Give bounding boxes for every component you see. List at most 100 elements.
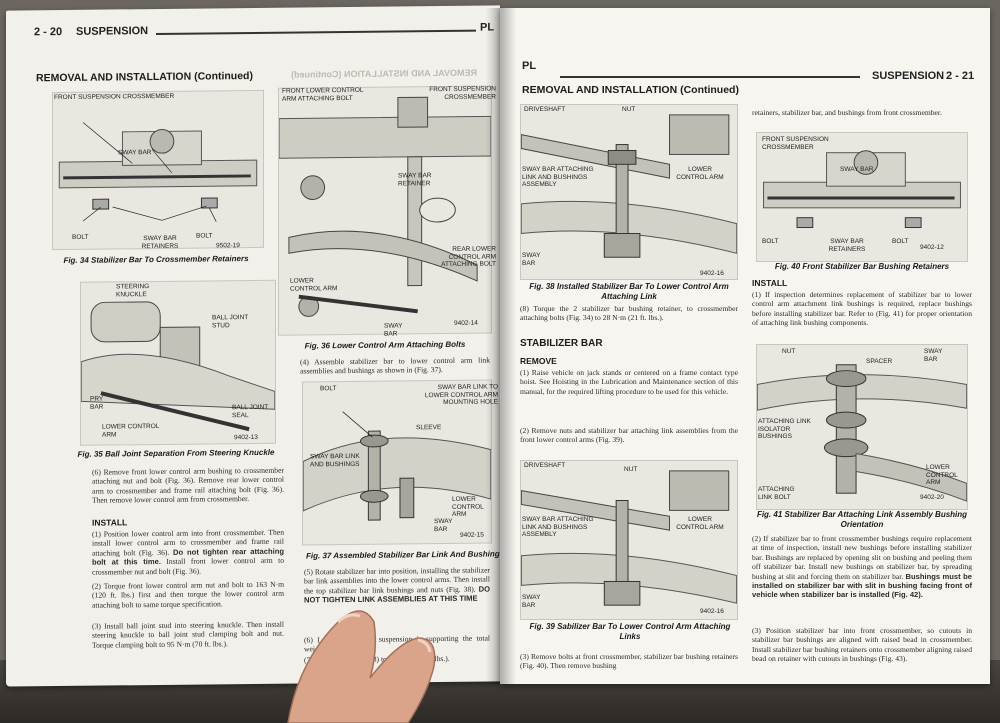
fig40-code: 9402-12 [920, 244, 944, 251]
right-col2-para-1: (1) If inspection determines replacement… [752, 290, 972, 328]
fig40-callout-sway-bar: SWAY BAR [840, 166, 874, 173]
left-section-name: SUSPENSION [76, 25, 149, 38]
right-section-title: REMOVAL AND INSTALLATION (Continued) [522, 84, 739, 96]
left-header-rule [156, 29, 476, 36]
fig36-code: 9402-14 [454, 319, 478, 327]
fig39-drawing [521, 470, 737, 606]
left-install-heading: INSTALL [92, 517, 128, 528]
left-page: 2 - 20 SUSPENSION PL REMOVAL AND INSTALL… [6, 5, 500, 687]
fig38-code: 9402-16 [700, 270, 724, 277]
fig41-caption: Fig. 41 Stabilizer Bar Attaching Link As… [756, 510, 968, 529]
fig38-callout-sway-bar: SWAY BAR [522, 252, 541, 267]
fig36-callout-front-bolt: FRONT LOWER CONTROL ARM ATTACHING BOLT [282, 86, 364, 103]
fig38-callout-driveshaft: DRIVESHAFT [524, 106, 566, 113]
fig34-code: 9502-19 [216, 242, 240, 250]
fig34-caption: Fig. 34 Stabilizer Bar To Crossmember Re… [63, 254, 249, 265]
fig41-callout-lower-arm: LOWER CONTROL ARM [926, 464, 958, 486]
fig38-callout-lower-arm: LOWER CONTROL ARM [676, 166, 724, 181]
right-install-heading: INSTALL [752, 278, 788, 288]
fig37-drawing [303, 411, 491, 521]
hand-holding-page [287, 610, 436, 723]
fig37-callout-mounting-hole: SWAY BAR LINK TO LOWER CONTROL ARM MOUNT… [424, 383, 498, 407]
fig35-illustration [80, 279, 276, 446]
fig38-callout-nut: NUT [622, 106, 636, 113]
right-page: PL SUSPENSION 2 - 21 REMOVAL AND INSTALL… [500, 8, 990, 684]
fig41-drawing [757, 364, 967, 502]
fig39-callout-link-assembly: SWAY BAR ATTACHING LINK AND BUSHINGS ASS… [522, 516, 594, 538]
fig36-drawing [279, 96, 491, 317]
fig40-illustration [756, 132, 968, 262]
fig36-callout-sway-bar: SWAY BAR [384, 322, 403, 338]
fig36-callout-crossmember: FRONT SUSPENSION CROSSMEMBER [429, 85, 496, 101]
right-remove-heading: REMOVE [520, 356, 557, 366]
fig36-illustration [278, 85, 492, 336]
fig34-callout-crossmember: FRONT SUSPENSION CROSSMEMBER [54, 92, 175, 102]
fig38-illustration [520, 104, 738, 280]
fig34-illustration [52, 89, 264, 251]
fig35-callout-stud: BALL JOINT STUD [212, 314, 249, 329]
fig41-callout-nut: NUT [782, 348, 796, 355]
fig39-caption: Fig. 39 Sabilizer Bar To Lower Control A… [529, 622, 731, 641]
fig35-callout-seal: BALL JOINT SEAL [232, 403, 269, 419]
fig37-callout-link-bushings: SWAY BAR LINK AND BUSHINGS [310, 452, 360, 468]
left-model-code: PL [480, 21, 495, 34]
right-col1-para-3: (3) Remove bolts at front crossmember, s… [520, 652, 738, 671]
fig36-caption: Fig. 36 Lower Control Arm Attaching Bolt… [304, 339, 466, 351]
fig35-callout-knuckle: STEERING KNUCKLE [116, 283, 150, 298]
fig34-drawing [58, 122, 258, 222]
right-col1-para-1: (1) Raise vehicle on jack stands or cent… [520, 368, 738, 396]
left-col2-para-4: (4) Assemble stabilizer bar to lower con… [300, 355, 490, 376]
fig40-callout-bolt-left: BOLT [762, 238, 779, 245]
right-section-name: SUSPENSION [872, 70, 945, 82]
left-section-title: REMOVAL AND INSTALLATION (Continued) [36, 70, 253, 85]
fig36-callout-lower-arm: LOWER CONTROL ARM [290, 277, 338, 293]
fig36-callout-retainer: SWAY BAR RETAINER [398, 172, 432, 187]
right-col2-para-3: (3) Position stabilizer bar into front c… [752, 626, 972, 664]
left-col1-para-1: (1) Position lower control arm into fron… [92, 527, 284, 577]
fig38-callout-link-assembly: SWAY BAR ATTACHING LINK AND BUSHINGS ASS… [522, 166, 594, 188]
right-header-rule [560, 76, 860, 78]
fig41-callout-sway-bar: SWAY BAR [924, 348, 943, 363]
fig39-callout-sway-bar: SWAY BAR [522, 594, 541, 609]
fig34-callout-bolt-right: BOLT [196, 232, 213, 240]
fig37-callout-lower-arm: LOWER CONTROL ARM [452, 495, 484, 518]
left-col1-para-3: (3) Install ball joint stud into steerin… [92, 619, 284, 650]
fig39-callout-driveshaft: DRIVESHAFT [524, 462, 566, 469]
bleed-through-text: REMOVAL AND INSTALLATION (Continued) [291, 67, 477, 80]
fig37-callout-bolt: BOLT [320, 385, 337, 393]
fig38-drawing [521, 114, 737, 258]
left-page-number: 2 - 20 [34, 25, 63, 39]
fig41-callout-spacer: SPACER [866, 358, 893, 365]
fig39-callout-lower-arm: LOWER CONTROL ARM [676, 516, 724, 531]
fig35-drawing [81, 301, 275, 432]
fig37-callout-sleeve: SLEEVE [416, 424, 442, 432]
fig37-callout-sway-bar: SWAY BAR [434, 517, 453, 533]
right-model-code: PL [522, 60, 537, 72]
fig41-illustration [756, 344, 968, 510]
fig41-callout-link-bolt: ATTACHING LINK BOLT [758, 486, 795, 501]
fig40-caption: Fig. 40 Front Stabilizer Bar Bushing Ret… [774, 262, 950, 271]
left-col1-para-2: (2) Torque front lower control arm nut a… [92, 579, 284, 610]
fig37-illustration [302, 379, 492, 546]
fig35-callout-pry-bar: PRY BAR [90, 395, 104, 411]
fig38-caption: Fig. 38 Installed Stabilizer Bar To Lowe… [529, 282, 729, 301]
stabilizer-bar-heading: STABILIZER BAR [520, 338, 603, 349]
fig34-callout-retainers: SWAY BAR RETAINERS [141, 234, 179, 250]
right-col1-para-8: (8) Torque the 2 stabilizer bar bushing … [520, 304, 738, 323]
fig35-callout-lower-arm: LOWER CONTROL ARM [102, 422, 160, 439]
fig34-callout-bolt-left: BOLT [72, 233, 89, 241]
right-col1-para-2: (2) Remove nuts and stabilizer bar attac… [520, 426, 738, 445]
right-col2-para-2: (2) If stabilizer bar to front crossmemb… [752, 534, 972, 600]
right-page-number: 2 - 21 [946, 70, 975, 82]
left-col1-para-6: (6) Remove front lower control arm bushi… [92, 465, 284, 505]
fig41-callout-isolator-bushings: ATTACHING LINK ISOLATOR BUSHINGS [758, 418, 811, 440]
fig39-illustration [520, 460, 738, 620]
fig39-code: 9402-16 [700, 608, 724, 615]
fig40-drawing [763, 150, 961, 229]
fig37-caption: Fig. 37 Assembled Stabilizer Bar Link An… [306, 549, 500, 561]
right-col2-continued: retainers, stabilizer bar, and bushings … [752, 108, 942, 117]
fig36-callout-rear-bolt: REAR LOWER CONTROL ARM ATTACHING BOLT [441, 245, 496, 269]
fig34-callout-sway-bar: SWAY BAR [118, 149, 152, 157]
fig40-callout-bolt-right: BOLT [892, 238, 909, 245]
fig35-code: 9402-13 [234, 433, 258, 442]
